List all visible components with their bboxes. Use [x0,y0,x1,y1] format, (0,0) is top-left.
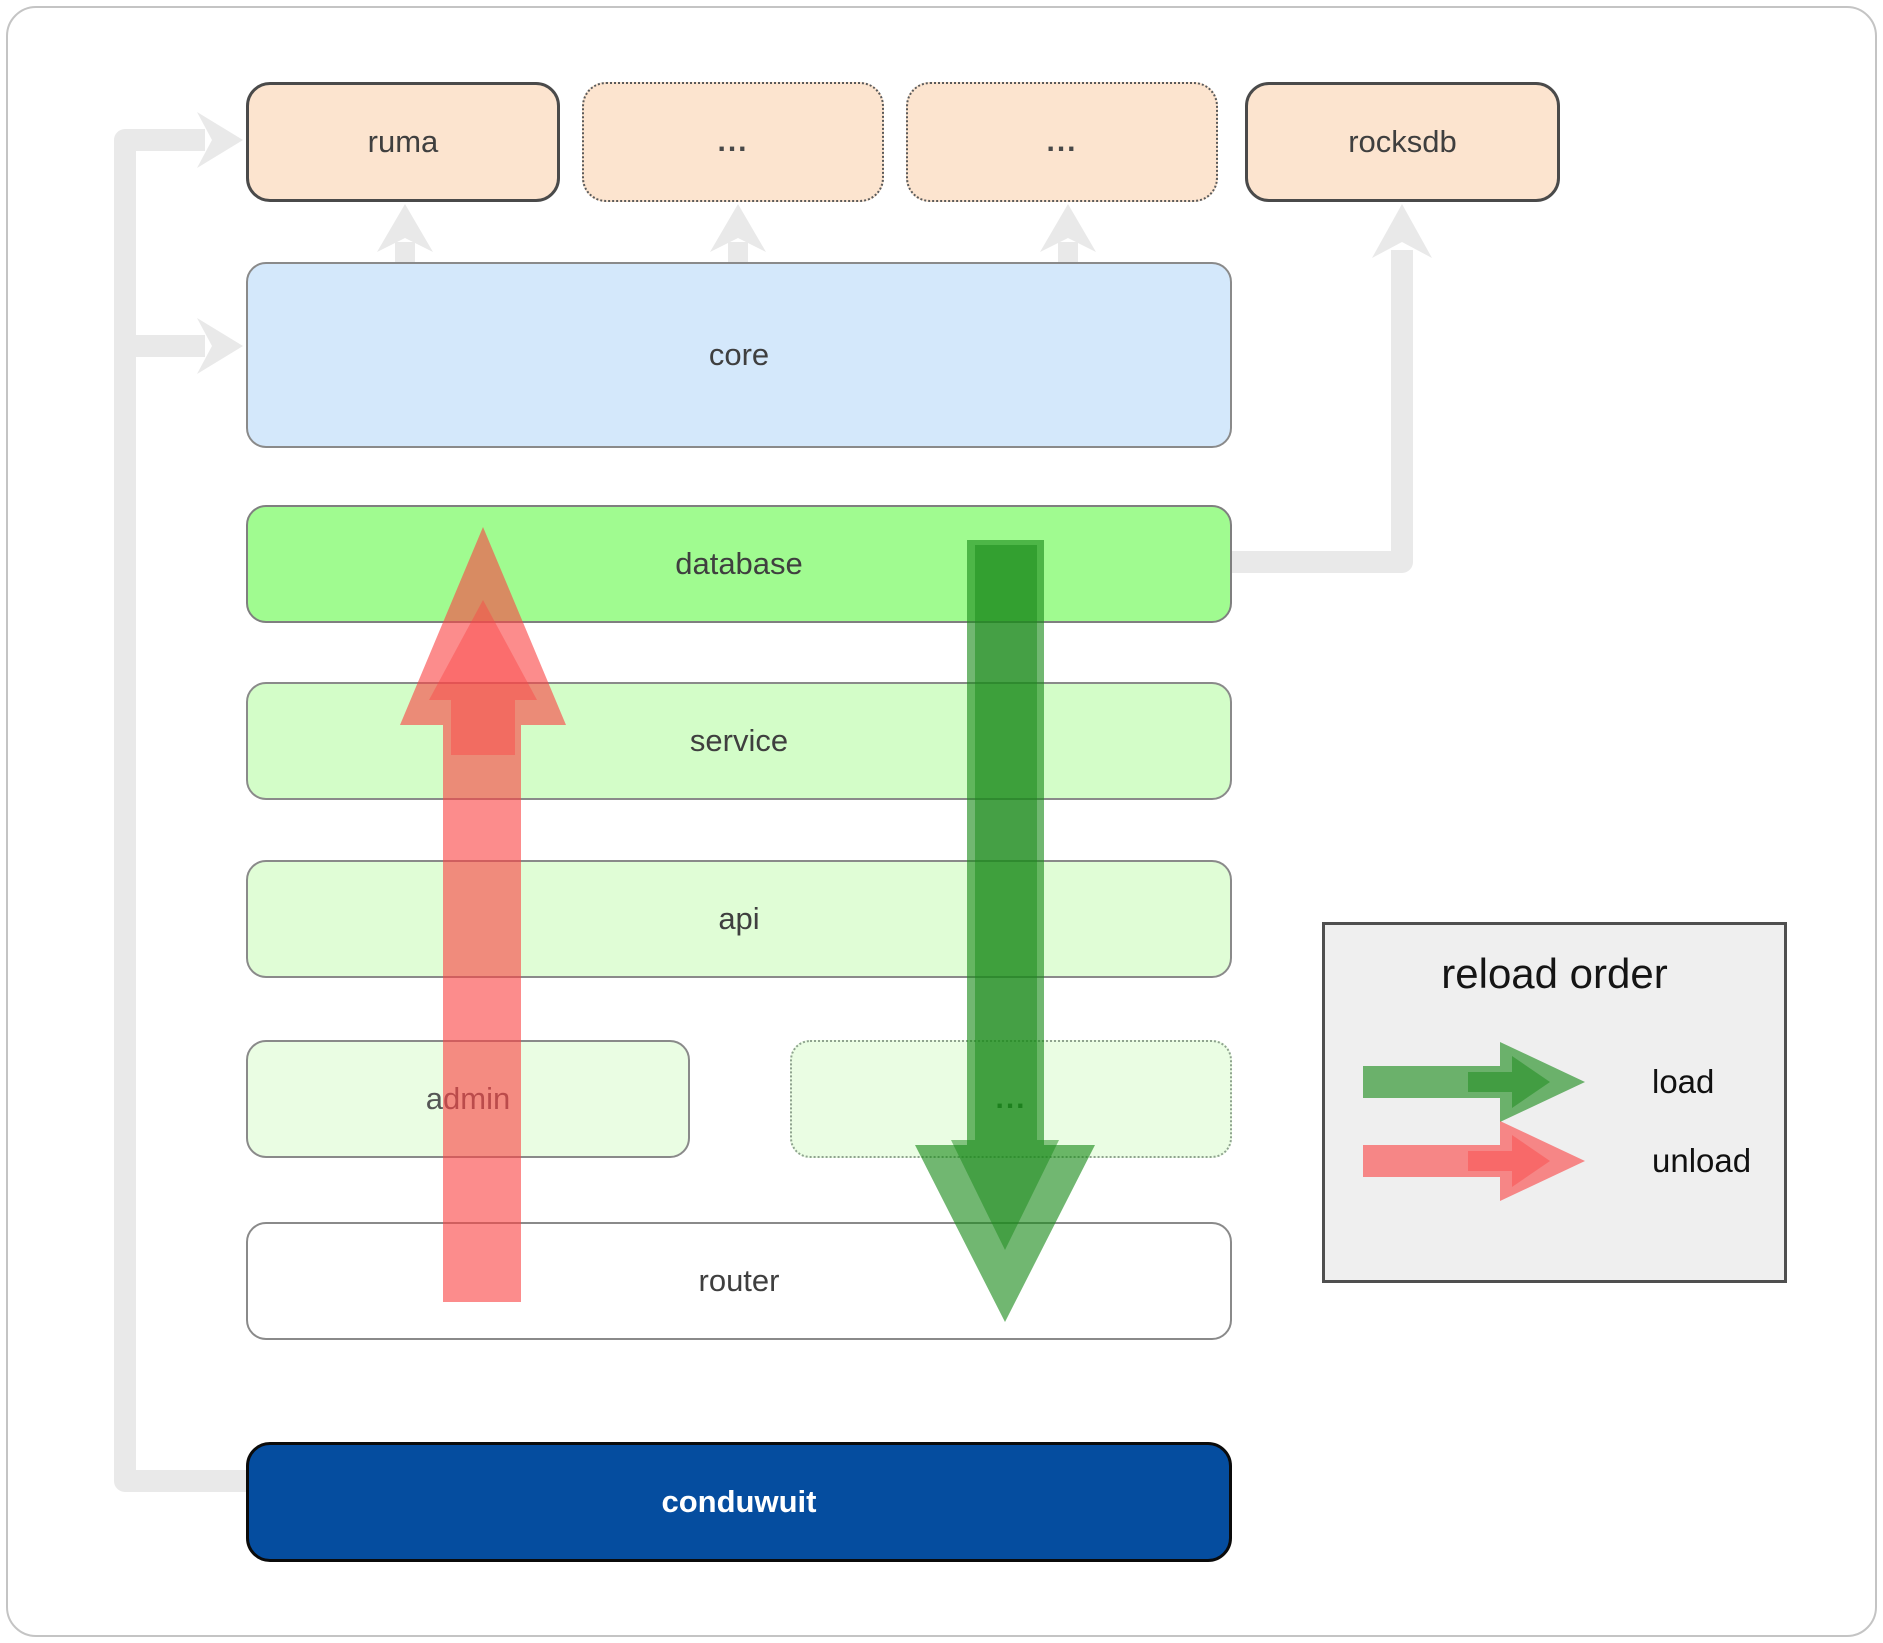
box-router: router [246,1222,1232,1340]
legend-title: reload order [1441,950,1668,997]
diagram-frame [6,6,1877,1637]
box-core: core [246,262,1232,448]
legend-unload-label: unload [1652,1142,1752,1179]
box-rocksdb-label: rocksdb [1348,124,1457,159]
box-router-label: router [698,1263,780,1298]
box-core-label: core [708,337,770,372]
box-api-label: api [718,901,760,936]
box-rocksdb: rocksdb [1245,82,1560,202]
box-conduwuit-label: conduwuit [661,1484,817,1519]
box-ellipsis-top-1-label: ... [717,125,749,158]
box-ellipsis-admin-label: ... [995,1082,1027,1115]
box-ruma-label: ruma [367,124,439,159]
box-admin-label: admin [425,1081,511,1116]
box-service-label: service [689,723,789,758]
box-database: database [246,505,1232,623]
box-ellipsis-top-2: ... [906,82,1218,202]
box-ellipsis-admin: ... [790,1040,1232,1158]
box-admin: admin [246,1040,690,1158]
box-ellipsis-top-1: ... [582,82,884,202]
box-ellipsis-top-2-label: ... [1046,125,1078,158]
box-ruma: ruma [246,82,560,202]
box-api: api [246,860,1232,978]
legend-load-label: load [1652,1063,1715,1100]
box-conduwuit: conduwuit [246,1442,1232,1562]
box-service: service [246,682,1232,800]
box-database-label: database [675,546,803,581]
